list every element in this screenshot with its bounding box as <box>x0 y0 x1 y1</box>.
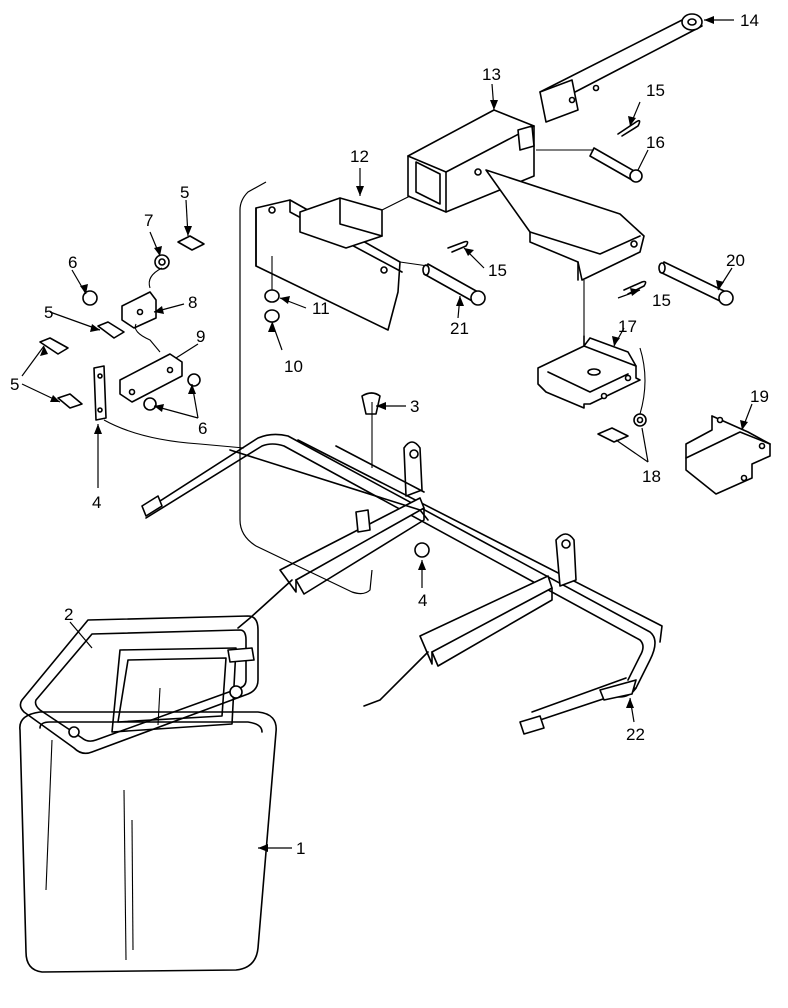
hitch-pin-part-20 <box>658 261 734 306</box>
hitch-plate-part-9 <box>119 353 183 403</box>
callout-16: 16 <box>646 133 665 152</box>
callout-labels: 1 2 3 4 4 5 5 5 6 6 7 8 9 10 11 12 13 14… <box>10 11 769 858</box>
callout-15c: 15 <box>652 291 671 310</box>
hitch-pin-part-16 <box>589 147 643 183</box>
callout-11: 11 <box>312 299 330 318</box>
callout-15a: 15 <box>646 81 665 100</box>
hitch-bar-part-14 <box>539 13 703 123</box>
callout-7: 7 <box>144 211 153 230</box>
bag-part-1 <box>19 711 277 973</box>
callout-17: 17 <box>618 317 637 336</box>
callout-15b: 15 <box>488 261 507 280</box>
callout-5b: 5 <box>10 375 19 394</box>
callout-13: 13 <box>482 65 501 84</box>
washer-part-7 <box>154 254 170 270</box>
callout-4b: 4 <box>418 591 427 610</box>
lock-nuts-part-6 <box>82 290 201 411</box>
clip-pins-part-15 <box>447 119 647 295</box>
arrowheads <box>40 16 748 852</box>
callout-10: 10 <box>284 357 303 376</box>
callout-5c: 5 <box>180 183 189 202</box>
washers-part-10-11 <box>264 289 280 323</box>
bag-frame-part-2 <box>19 615 259 755</box>
callout-19: 19 <box>750 387 769 406</box>
callout-3: 3 <box>410 397 419 416</box>
callout-22: 22 <box>626 725 645 744</box>
cap-screws-part-5 <box>39 235 205 409</box>
strap-part-4 <box>93 365 107 421</box>
callout-2: 2 <box>64 605 73 624</box>
hitch-pin-part-21 <box>422 263 486 306</box>
callout-1: 1 <box>296 839 305 858</box>
mount-plate-part-19 <box>685 415 771 495</box>
callout-9: 9 <box>196 327 205 346</box>
callout-21: 21 <box>450 319 469 338</box>
hitch-tube-part-13 <box>407 109 645 281</box>
bolt-set-part-18 <box>597 413 647 443</box>
callout-14: 14 <box>740 11 759 30</box>
mount-plate-part-17 <box>537 335 641 409</box>
nut-part-4b <box>414 542 430 558</box>
callout-20: 20 <box>726 251 745 270</box>
callout-12: 12 <box>350 147 369 166</box>
carrier-frame-part-22 <box>141 181 663 735</box>
callout-8: 8 <box>188 293 197 312</box>
callout-6b: 6 <box>198 419 207 438</box>
callout-4a: 4 <box>92 493 101 512</box>
hitch-bracket-part-12 <box>255 197 403 331</box>
callout-5a: 5 <box>44 303 53 322</box>
callout-6a: 6 <box>68 253 77 272</box>
bracket-part-8 <box>121 291 157 329</box>
bolt-part-3 <box>361 392 381 415</box>
callout-18: 18 <box>642 467 661 486</box>
